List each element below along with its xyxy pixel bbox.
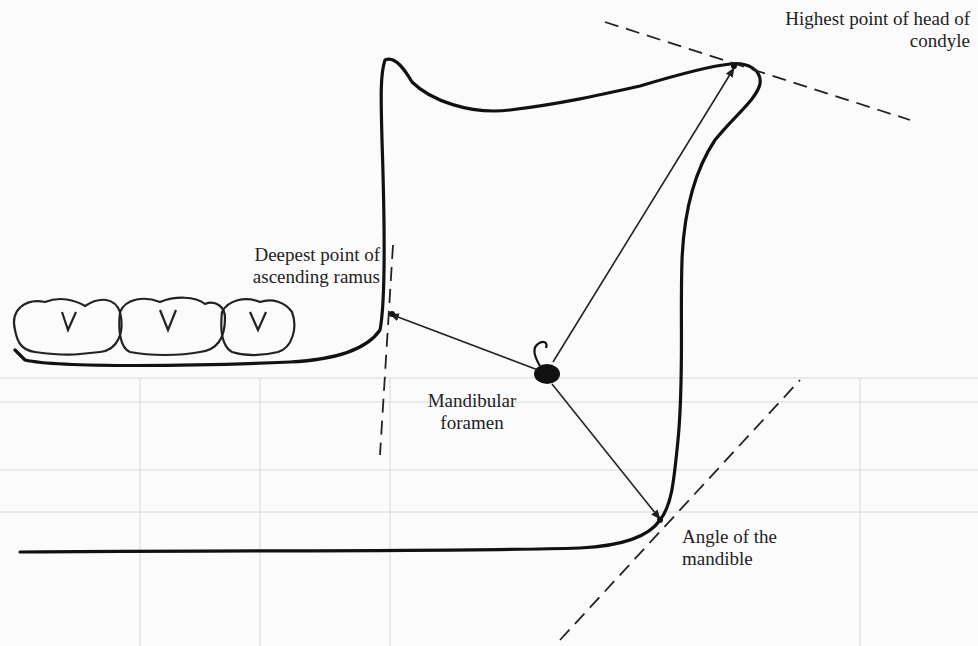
- molar-teeth: [14, 298, 294, 355]
- scan-lines: [0, 378, 978, 646]
- landmark-label: Deepest point of ascending ramus: [175, 244, 380, 288]
- landmark-label: Highest point of head of condyle: [775, 8, 970, 52]
- landmark-label: Mandibular foramen: [412, 390, 532, 434]
- landmark-label: Angle of the mandible: [682, 526, 842, 570]
- landmark-dot: [389, 311, 395, 317]
- reference-lines: [380, 22, 910, 640]
- mandible-outline: [15, 59, 760, 552]
- lingula: [534, 342, 546, 366]
- measurement-arrows: [390, 68, 734, 519]
- landmark-dot: [731, 63, 737, 69]
- landmark-dot: [657, 517, 663, 523]
- mandibular-foramen: [534, 364, 560, 384]
